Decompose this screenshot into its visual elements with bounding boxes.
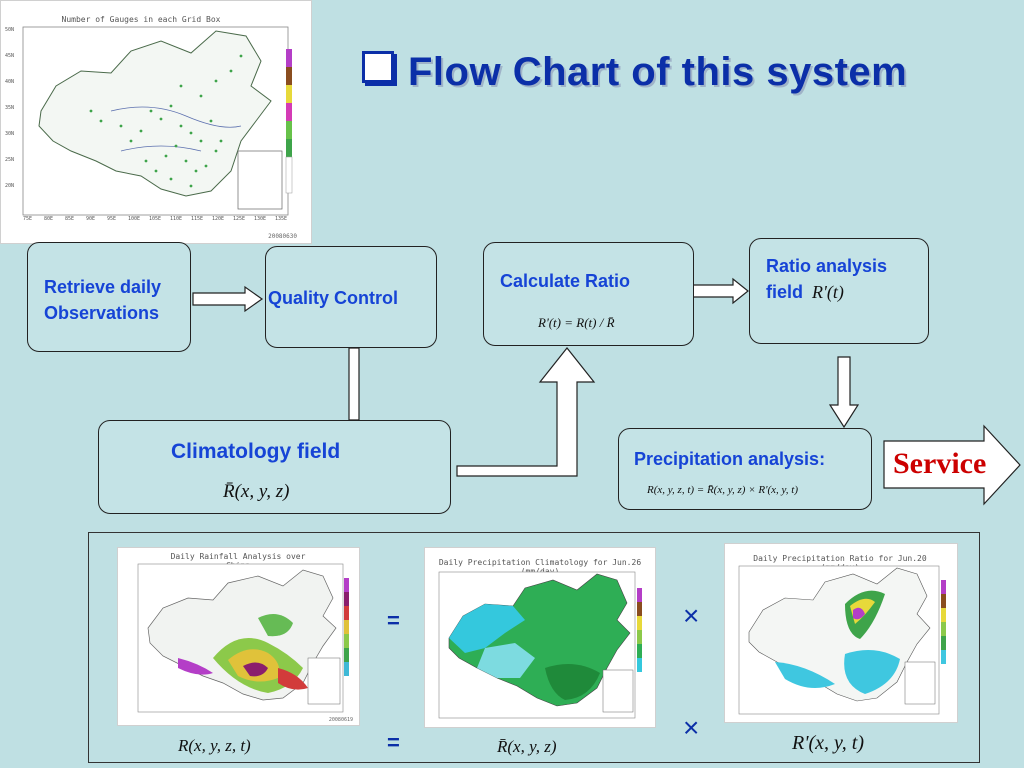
x-tick: 75E	[23, 216, 33, 222]
ratio-analysis-field-text: field	[766, 282, 804, 302]
quality-control-label: Quality Control	[268, 288, 398, 308]
y-tick: 20N	[5, 183, 15, 189]
y-tick: 50N	[5, 27, 15, 33]
x-tick: 130E	[254, 216, 267, 222]
bottom-panel	[88, 532, 980, 763]
gauge-map-plot	[22, 26, 293, 216]
times-sign-top: ×	[683, 600, 700, 631]
label-ratio: R'(x, y, t)	[792, 732, 865, 754]
x-tick: 115E	[191, 216, 204, 222]
connector-clim-calc	[456, 347, 596, 477]
checkbox-bullet-icon	[362, 51, 394, 83]
x-tick: 110E	[170, 216, 183, 222]
x-tick: 95E	[107, 216, 117, 222]
calculate-ratio-label: Calculate Ratio	[500, 271, 631, 291]
daily-rainfall-map-plot	[137, 563, 349, 713]
climatology-field-box[interactable]: Climatology field R̄(x, y, z)	[98, 420, 451, 514]
label-climatology: R̄(x, y, z)	[497, 737, 557, 756]
slide-title-text: Flow Chart of this system	[408, 50, 908, 94]
gauge-map-title: Number of Gauges in each Grid Box	[61, 15, 221, 24]
arrow-retrieve-quality	[192, 285, 264, 313]
y-tick: 35N	[5, 105, 15, 111]
times-sign-bottom: ×	[683, 712, 700, 743]
connector-quality-clim	[348, 347, 360, 421]
arrow-ratio-precip	[828, 356, 860, 429]
y-tick: 40N	[5, 79, 15, 85]
label-rainfall: R(x, y, z, t)	[178, 736, 251, 755]
equals-sign-top: =	[387, 608, 400, 633]
x-tick: 90E	[86, 216, 96, 222]
y-tick: 45N	[5, 53, 15, 59]
precipitation-analysis-formula: R(x, y, z, t) = R̄(x, y, z) × R'(x, y, t…	[647, 484, 798, 496]
ratio-map: Daily Precipitation Ratio for Jun.20 (mm…	[724, 543, 958, 723]
y-tick: 30N	[5, 131, 15, 137]
service-arrow	[883, 424, 1021, 506]
retrieve-label-line2: Observations	[44, 303, 160, 323]
daily-rainfall-map: Daily Rainfall Analysis over China 20080…	[117, 547, 360, 726]
x-tick: 80E	[44, 216, 54, 222]
climatology-map-title: Daily Precipitation Climatology for Jun.…	[438, 558, 642, 576]
climatology-map-plot	[438, 571, 642, 719]
service-label[interactable]: Service	[893, 447, 987, 480]
equals-sign-bottom: =	[387, 730, 400, 755]
x-tick: 120E	[212, 216, 225, 222]
quality-control-box[interactable]: Quality Control	[265, 246, 437, 348]
gauge-map: Number of Gauges in each Grid Box 50N 45…	[0, 0, 312, 244]
daily-rainfall-map-stamp: 20080619	[328, 717, 353, 723]
ratio-analysis-box[interactable]: Ratio analysis field R'(t)	[749, 238, 929, 344]
x-tick: 135E	[275, 216, 288, 222]
x-tick: 100E	[128, 216, 141, 222]
climatology-formula: R̄(x, y, z)	[223, 481, 290, 502]
x-tick: 105E	[149, 216, 162, 222]
x-tick: 85E	[65, 216, 75, 222]
ratio-analysis-formula: R'(t)	[812, 282, 844, 302]
precipitation-analysis-label: Precipitation analysis:	[634, 449, 826, 469]
gauge-map-x-ticks: 75E 80E 85E 90E 95E 100E 105E 110E 115E …	[23, 216, 288, 224]
retrieve-observations-box[interactable]: Retrieve daily Observations	[27, 242, 191, 352]
slide-title: Flow Chart of this system	[362, 50, 907, 95]
climatology-map: Daily Precipitation Climatology for Jun.…	[424, 547, 656, 728]
calculate-ratio-formula: R'(t) = R(t) / R̄	[538, 315, 615, 330]
arrow-calc-ratio	[692, 277, 749, 305]
x-tick: 125E	[233, 216, 246, 222]
gauge-map-stamp: 20080630	[268, 233, 297, 240]
y-tick: 25N	[5, 157, 15, 163]
ratio-map-plot	[738, 565, 946, 715]
calculate-ratio-box[interactable]: Calculate Ratio R'(t) = R(t) / R̄	[483, 242, 694, 346]
precipitation-analysis-box[interactable]: Precipitation analysis: R(x, y, z, t) = …	[618, 428, 872, 510]
ratio-analysis-label-line1: Ratio analysis	[766, 256, 888, 276]
climatology-label: Climatology field	[171, 440, 341, 463]
gauge-map-y-ticks: 50N 45N 40N 35N 30N 25N 20N	[5, 27, 23, 215]
retrieve-label-line1: Retrieve daily	[44, 277, 162, 297]
ratio-analysis-label-line2: field R'(t)	[766, 281, 844, 303]
